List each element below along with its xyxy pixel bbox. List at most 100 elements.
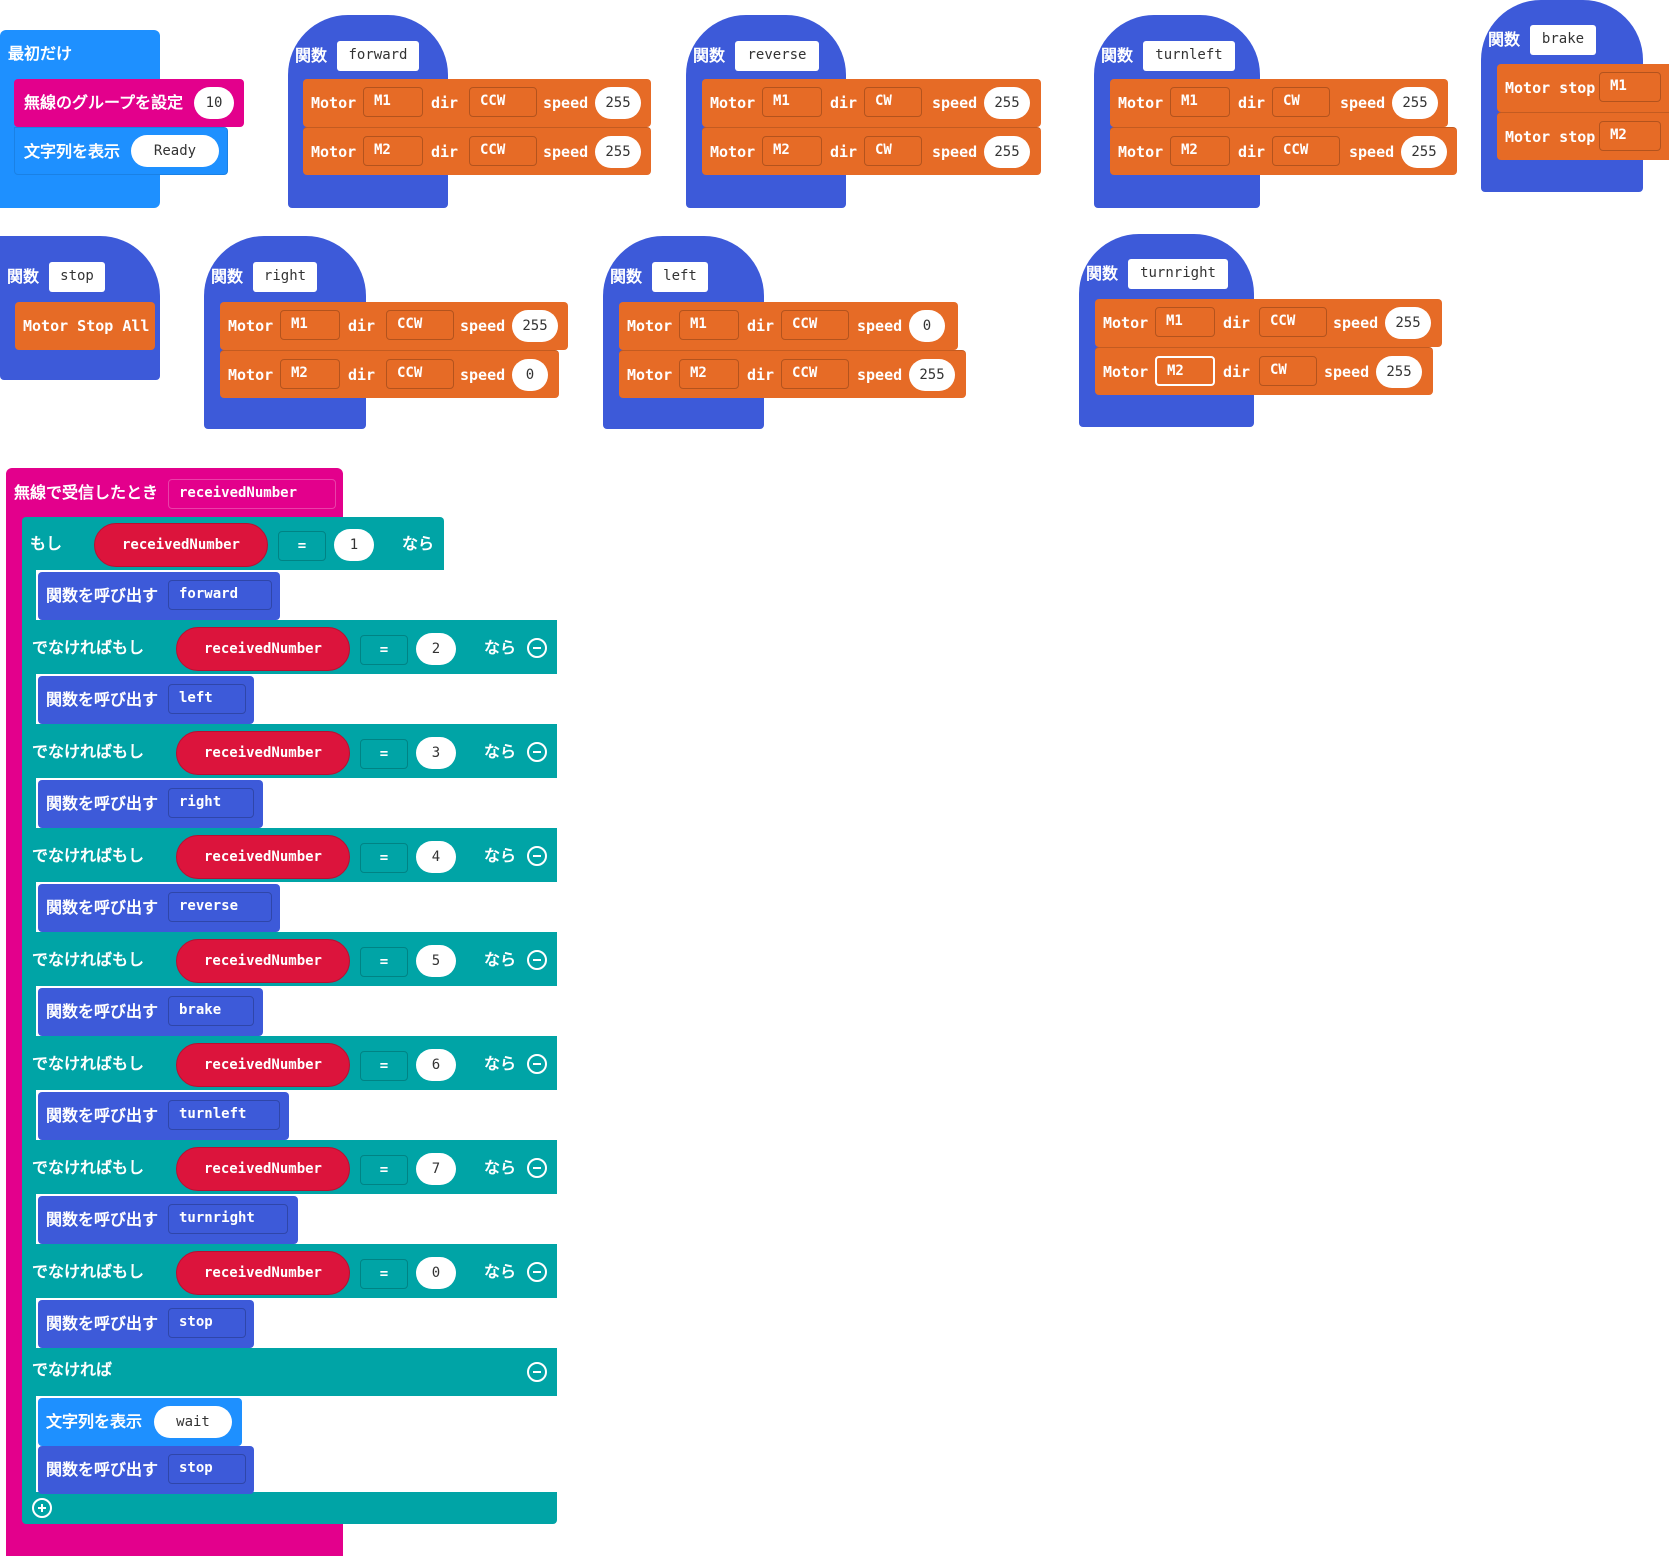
remove-branch-icon[interactable] [527,1262,547,1282]
compare-value[interactable]: 5 [416,945,456,977]
received-number-var[interactable]: receivedNumber [176,1251,350,1295]
motor-run-block[interactable]: Motor M1 dir CCW speed 255 [220,302,568,350]
motor-run-block[interactable]: Motor M1 dir CCW speed 255 [1095,299,1442,347]
compare-operator[interactable]: = [278,531,326,561]
call-function-block[interactable]: 関数を呼び出す turnleft [38,1092,289,1140]
motor-select[interactable]: M2 [679,359,739,389]
motor-run-block[interactable]: Motor M2 dir CCW speed 255 [1110,127,1457,175]
motor-run-block[interactable]: Motor M2 dir CW speed 255 [702,127,1041,175]
function-select[interactable]: stop [168,1308,246,1338]
function-select[interactable]: reverse [168,892,272,922]
speed-value[interactable]: 255 [1401,136,1447,168]
call-function-block[interactable]: 関数を呼び出す left [38,676,254,724]
add-branch-icon[interactable] [32,1498,52,1518]
function-select[interactable]: forward [168,580,272,610]
compare-operator[interactable]: = [360,947,408,977]
dir-select[interactable]: CW [1272,87,1330,117]
received-number-var[interactable]: receivedNumber [176,1147,350,1191]
dir-select[interactable]: CCW [469,87,537,117]
compare-value[interactable]: 0 [416,1257,456,1289]
dir-select[interactable]: CCW [781,359,849,389]
compare-operator[interactable]: = [360,843,408,873]
dir-select[interactable]: CW [1259,356,1317,386]
motor-run-block[interactable]: Motor M2 dir CCW speed 255 [619,350,966,398]
call-function-block[interactable]: 関数を呼び出す forward [38,572,280,620]
else-row[interactable] [22,1348,557,1396]
motor-run-block[interactable]: Motor M2 dir CCW speed 255 [303,127,651,175]
motor-select[interactable]: M2 [1155,356,1215,386]
function-select[interactable]: left [168,684,246,714]
compare-value[interactable]: 1 [334,529,374,561]
function-name-field[interactable]: turnright [1128,259,1228,289]
dir-select[interactable]: CCW [1259,307,1327,337]
motor-select[interactable]: M2 [762,136,822,166]
motor-run-block[interactable]: Motor M1 dir CCW speed 255 [303,79,651,127]
speed-value[interactable]: 255 [512,310,558,342]
motor-run-block[interactable]: Motor M1 dir CW speed 255 [1110,79,1448,127]
motor-select[interactable]: M2 [1170,136,1230,166]
speed-value[interactable]: 255 [595,87,641,119]
call-function-block[interactable]: 関数を呼び出す stop [38,1300,254,1348]
function-name-field[interactable]: left [652,262,708,292]
motor-select[interactable]: M1 [679,310,739,340]
speed-value[interactable]: 255 [1392,87,1438,119]
compare-value[interactable]: 3 [416,737,456,769]
function-select[interactable]: turnright [168,1204,288,1234]
compare-operator[interactable]: = [360,635,408,665]
remove-branch-icon[interactable] [527,1054,547,1074]
function-select[interactable]: stop [168,1454,246,1484]
function-name-field[interactable]: stop [49,262,105,292]
speed-value[interactable]: 255 [984,87,1030,119]
function-select[interactable]: right [168,788,254,818]
dir-select[interactable]: CCW [469,136,537,166]
show-string-value[interactable]: wait [154,1406,232,1438]
received-number-var[interactable]: receivedNumber [176,835,350,879]
call-function-block[interactable]: 関数を呼び出す stop [38,1446,254,1494]
compare-value[interactable]: 4 [416,841,456,873]
received-number-var[interactable]: receivedNumber [176,731,350,775]
speed-value[interactable]: 255 [595,136,641,168]
remove-branch-icon[interactable] [527,742,547,762]
dir-select[interactable]: CW [864,87,922,117]
radio-set-group-block[interactable]: 無線のグループを設定 10 [14,79,244,127]
motor-select[interactable]: M2 [363,136,423,166]
motor-select[interactable]: M1 [1155,307,1215,337]
motor-select[interactable]: M2 [280,359,340,389]
call-function-block[interactable]: 関数を呼び出す right [38,780,263,828]
received-number-var[interactable]: receivedNumber [94,523,268,567]
dir-select[interactable]: CCW [386,359,454,389]
motor-run-block[interactable]: Motor M1 dir CW speed 255 [702,79,1041,127]
radio-group-value[interactable]: 10 [194,87,234,119]
remove-else-icon[interactable] [527,1362,547,1382]
speed-value[interactable]: 255 [1376,356,1422,388]
call-function-block[interactable]: 関数を呼び出す turnright [38,1196,298,1244]
dir-select[interactable]: CCW [1272,136,1340,166]
function-name-field[interactable]: brake [1530,25,1596,55]
compare-operator[interactable]: = [360,739,408,769]
dir-select[interactable]: CCW [386,310,454,340]
motor-run-block[interactable]: Motor M1 dir CCW speed 0 [619,302,958,350]
function-name-field[interactable]: reverse [735,41,819,71]
if-footer-row[interactable] [22,1492,557,1524]
received-number-var[interactable]: receivedNumber [176,939,350,983]
show-string-block[interactable]: 文字列を表示 Ready [14,127,228,175]
motor-run-block[interactable]: Motor M2 dir CW speed 255 [1095,347,1433,395]
speed-value[interactable]: 255 [984,136,1030,168]
compare-operator[interactable]: = [360,1155,408,1185]
received-number-var[interactable]: receivedNumber [176,627,350,671]
compare-value[interactable]: 2 [416,633,456,665]
motor-select[interactable]: M1 [1170,87,1230,117]
motor-select[interactable]: M1 [280,310,340,340]
remove-branch-icon[interactable] [527,1158,547,1178]
function-name-field[interactable]: turnleft [1143,41,1235,71]
call-function-block[interactable]: 関数を呼び出す brake [38,988,263,1036]
function-select[interactable]: turnleft [168,1100,280,1130]
motor-select[interactable]: M1 [762,87,822,117]
function-name-field[interactable]: forward [337,41,419,71]
call-function-block[interactable]: 関数を呼び出す reverse [38,884,280,932]
motor-select[interactable]: M1 [1599,72,1661,102]
motor-select[interactable]: M2 [1599,121,1661,151]
motor-stop-block[interactable]: Motor stop M2 [1497,112,1669,160]
function-name-field[interactable]: right [253,262,317,292]
remove-branch-icon[interactable] [527,846,547,866]
